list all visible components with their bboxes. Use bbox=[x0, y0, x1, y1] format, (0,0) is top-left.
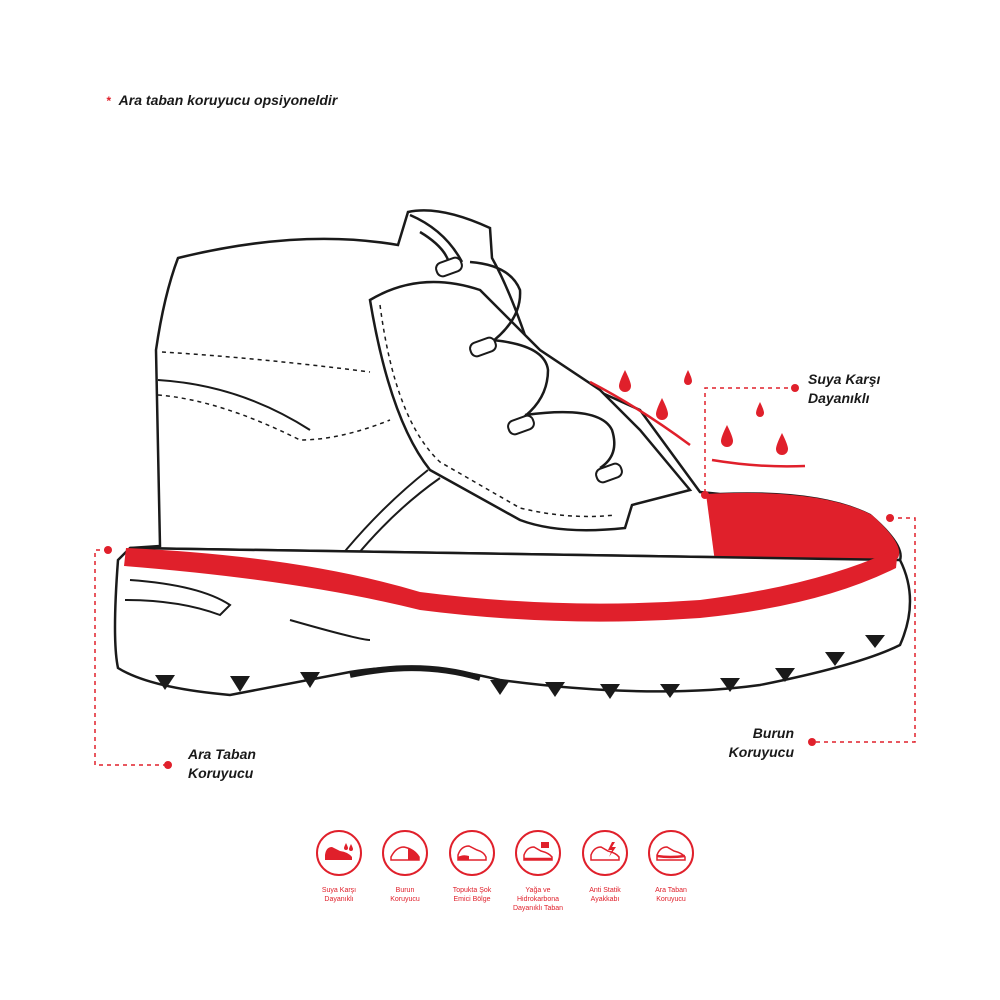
feature-label-line1: Ara Taban bbox=[655, 887, 687, 894]
callout-water-line1: Suya Karşı bbox=[808, 371, 881, 387]
water-drops bbox=[619, 370, 788, 455]
oil-resistant-sole-icon bbox=[515, 830, 561, 876]
feature-label-line1: Anti Statik bbox=[589, 887, 621, 894]
feature-label-line1: Suya Karşı bbox=[321, 887, 357, 894]
midsole-protector-icon bbox=[648, 830, 694, 876]
feature-label-line1: Yağa ve bbox=[525, 887, 551, 894]
callout-toe-protector: Burun Koruyucu bbox=[690, 724, 794, 762]
feature-label-line2: Dayanıklı bbox=[324, 896, 354, 903]
feature-label-line2: Koruyucu bbox=[656, 896, 686, 903]
water-resistant-shoe-icon bbox=[316, 830, 362, 876]
feature-label-line2: Ayakkabı bbox=[590, 896, 620, 903]
feature-label-line2: Koruyucu bbox=[390, 896, 420, 903]
antistatic-shoe-icon bbox=[582, 830, 628, 876]
callout-midsole-line2: Koruyucu bbox=[188, 765, 254, 781]
midsole-zone bbox=[124, 548, 898, 622]
callout-midsole-line1: Ara Taban bbox=[188, 746, 256, 762]
callout-water-line2: Dayanıklı bbox=[808, 390, 870, 406]
feature-label-line1: Topukta Şok bbox=[452, 887, 492, 894]
heel-shock-absorber-icon bbox=[449, 830, 495, 876]
callout-water-resistant: Suya Karşı Dayanıklı bbox=[808, 370, 880, 408]
toe-cap-icon bbox=[382, 830, 428, 876]
feature-label-line3: Dayanıklı Taban bbox=[512, 905, 564, 912]
optional-note: * Ara taban koruyucu opsiyoneldir bbox=[106, 92, 337, 108]
note-marker: * bbox=[106, 94, 111, 108]
callout-leaders bbox=[94, 387, 916, 766]
callout-toe-line2: Koruyucu bbox=[728, 744, 794, 760]
callout-midsole-protector: Ara Taban Koruyucu bbox=[188, 745, 256, 783]
feature-label-line1: Burun bbox=[395, 887, 415, 894]
callout-toe-line1: Burun bbox=[752, 725, 794, 741]
feature-label-line2: Emici Bölge bbox=[453, 896, 491, 903]
note-text: Ara taban koruyucu opsiyoneldir bbox=[118, 92, 338, 108]
feature-label-line2: Hidrokarbona bbox=[516, 896, 560, 903]
